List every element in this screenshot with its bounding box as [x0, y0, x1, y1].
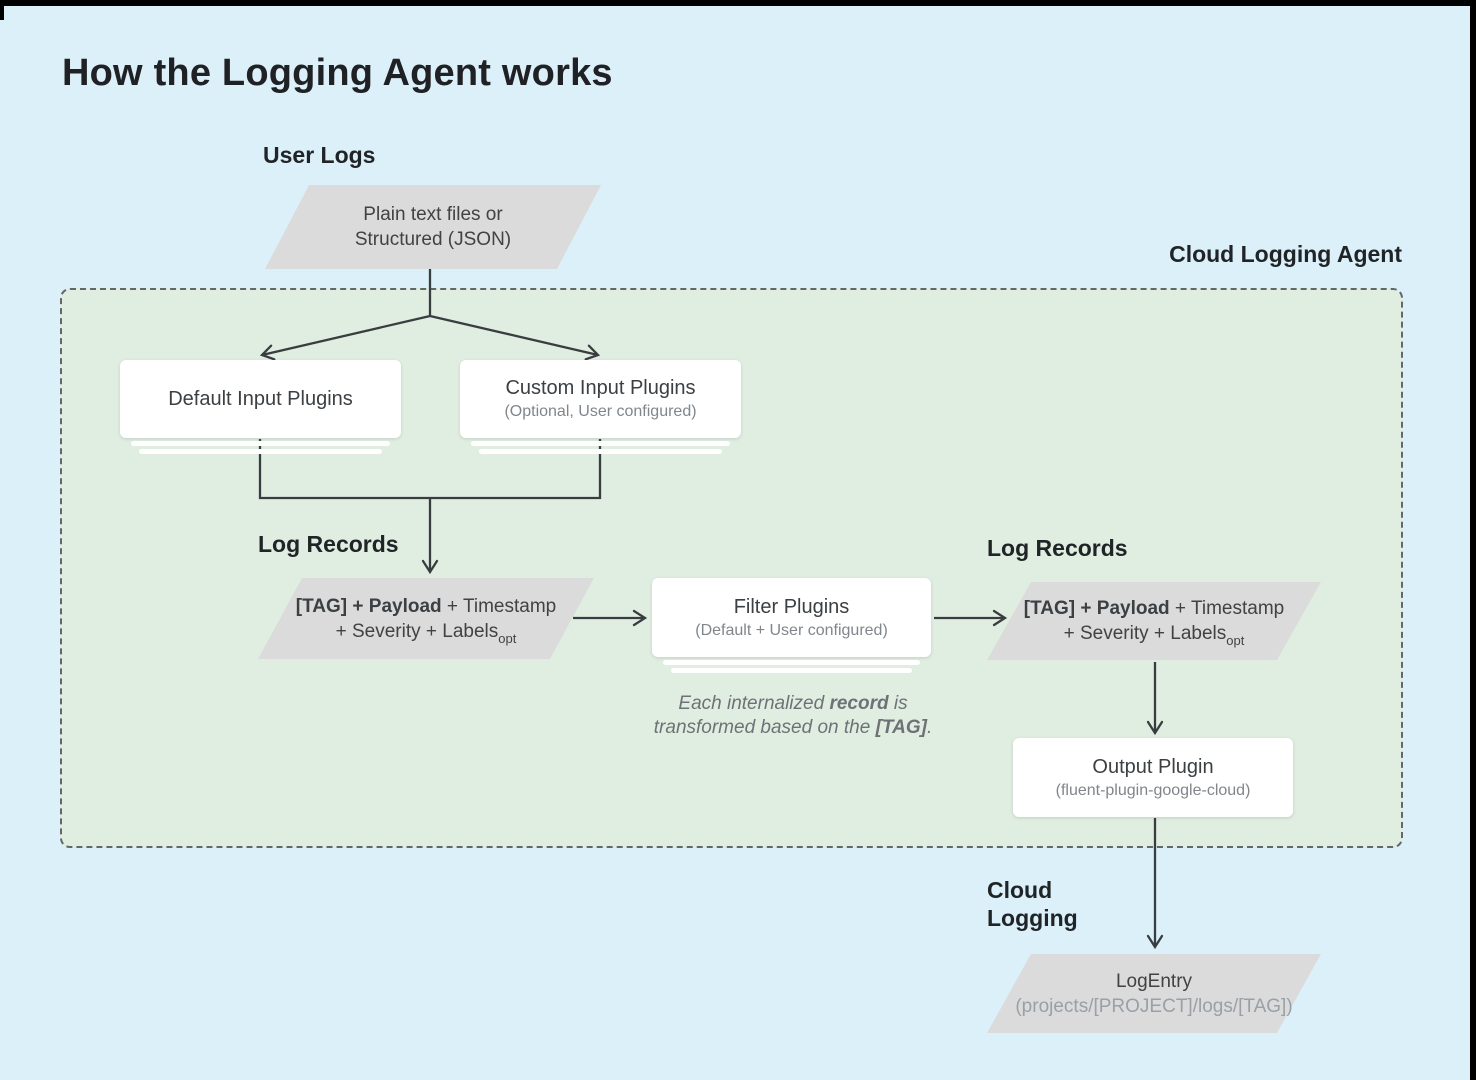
left-border-notch: [0, 0, 4, 20]
note-text: Each internalized: [678, 693, 830, 714]
default-input-stack-layer-2: [139, 449, 382, 454]
user-logs-source-line2: Structured (JSON): [354, 229, 512, 250]
page-title: How the Logging Agent works: [62, 52, 613, 94]
log-record-left-bold: [TAG] + Payload: [295, 595, 442, 617]
log-record-right-bold: [TAG] + Payload: [1023, 598, 1170, 619]
filter-plugins-title: Filter Plugins: [733, 595, 850, 618]
note-text: is transformed based on the: [653, 693, 908, 738]
right-border: [1470, 0, 1476, 1080]
output-plugin-card: Output Plugin (fluent-plugin-google-clou…: [1013, 738, 1293, 817]
log-records-left-label: Log Records: [258, 531, 399, 557]
log-record-left-shape: [TAG] + Payload + Timestamp + Severity +…: [258, 578, 594, 659]
log-record-left-rest: + Timestamp: [441, 595, 557, 617]
default-input-plugins-card: Default Input Plugins: [120, 360, 401, 438]
log-record-left-subscript: opt: [498, 630, 517, 646]
parallelogram-background: [987, 582, 1321, 660]
custom-input-plugins-title: Custom Input Plugins: [505, 377, 696, 399]
default-input-stack-layer-1: [131, 441, 390, 446]
log-records-right-label: Log Records: [987, 535, 1128, 561]
filter-plugins-card: Filter Plugins (Default + User configure…: [652, 578, 931, 657]
cloud-logging-label-line2: Logging: [987, 905, 1078, 931]
parallelogram-background: [987, 954, 1321, 1033]
cloud-logging-agent-label: Cloud Logging Agent: [1169, 241, 1402, 267]
log-entry-title: LogEntry: [1115, 970, 1193, 992]
user-logs-source-shape: Plain text files or Structured (JSON): [265, 185, 601, 269]
log-record-right-rest: + Timestamp: [1169, 598, 1285, 619]
custom-input-stack-layer-1: [471, 441, 730, 446]
custom-input-stack-layer-2: [479, 449, 722, 454]
top-border: [0, 0, 1476, 6]
user-logs-label: User Logs: [263, 142, 376, 168]
log-record-right-shape: [TAG] + Payload + Timestamp + Severity +…: [987, 582, 1321, 660]
cloud-logging-label: Cloud Logging: [987, 876, 1078, 932]
log-entry-subtitle: (projects/[PROJECT]/logs/[TAG]): [1015, 995, 1293, 1017]
output-plugin-title: Output Plugin: [1092, 755, 1214, 778]
custom-input-plugins-card: Custom Input Plugins (Optional, User con…: [460, 360, 741, 438]
log-record-left-line2: + Severity + Labels: [335, 620, 499, 642]
note-bold-tag: [TAG]: [875, 717, 927, 738]
cloud-logging-label-line1: Cloud: [987, 877, 1053, 903]
parallelogram-background: [265, 185, 601, 269]
default-input-plugins-title: Default Input Plugins: [168, 387, 353, 410]
filter-transform-note: Each internalized record is transformed …: [637, 692, 949, 740]
filter-plugins-stack-layer-1: [663, 660, 920, 665]
note-bold-record: record: [829, 693, 889, 714]
parallelogram-background: [258, 578, 594, 659]
custom-input-plugins-subtitle: (Optional, User configured): [504, 403, 697, 420]
filter-plugins-stack-layer-2: [671, 668, 912, 673]
user-logs-source-line1: Plain text files or: [363, 204, 503, 225]
log-record-right-line2: + Severity + Labels: [1063, 623, 1227, 644]
log-entry-shape: LogEntry (projects/[PROJECT]/logs/[TAG]): [987, 954, 1321, 1033]
output-plugin-subtitle: (fluent-plugin-google-cloud): [1055, 781, 1251, 799]
note-text: .: [926, 717, 933, 738]
log-record-right-subscript: opt: [1226, 633, 1245, 648]
filter-plugins-subtitle: (Default + User configured): [695, 621, 888, 639]
